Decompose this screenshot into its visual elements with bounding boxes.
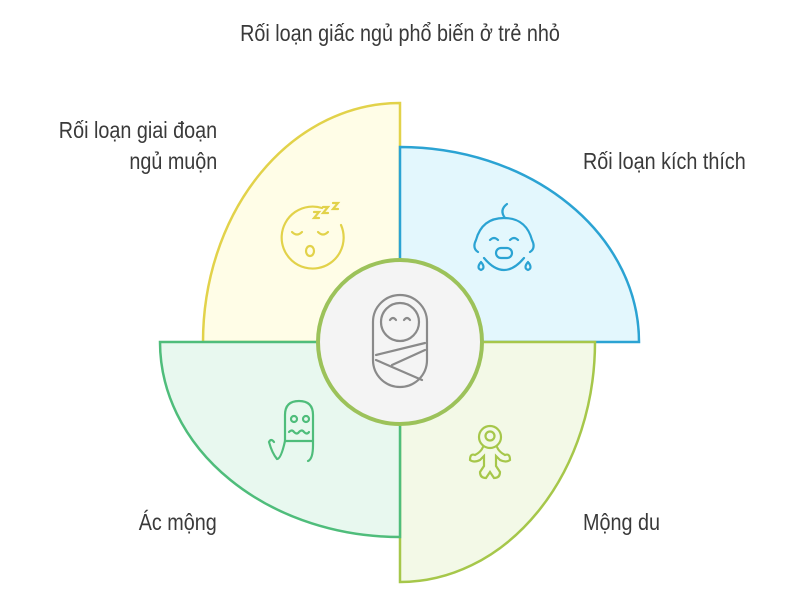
label-sleepwalking: Mộng du bbox=[583, 509, 660, 535]
sleepwalking-child-icon bbox=[468, 424, 512, 480]
label-arousal-disorder: Rối loạn kích thích bbox=[583, 148, 746, 174]
label-late-sleep-phase-line1: Rối loạn giai đoạn bbox=[58, 117, 217, 143]
crying-baby-icon bbox=[473, 202, 535, 272]
label-late-sleep-phase-line2: ngủ muộn bbox=[129, 148, 217, 174]
diagram-title: Rối loạn giấc ngủ phổ biến ở trẻ nhỏ bbox=[240, 20, 560, 46]
ghost-icon bbox=[267, 399, 315, 463]
label-nightmares: Ác mộng bbox=[138, 509, 217, 535]
swaddled-baby-icon bbox=[371, 293, 429, 389]
sleeping-face-icon bbox=[280, 201, 345, 270]
